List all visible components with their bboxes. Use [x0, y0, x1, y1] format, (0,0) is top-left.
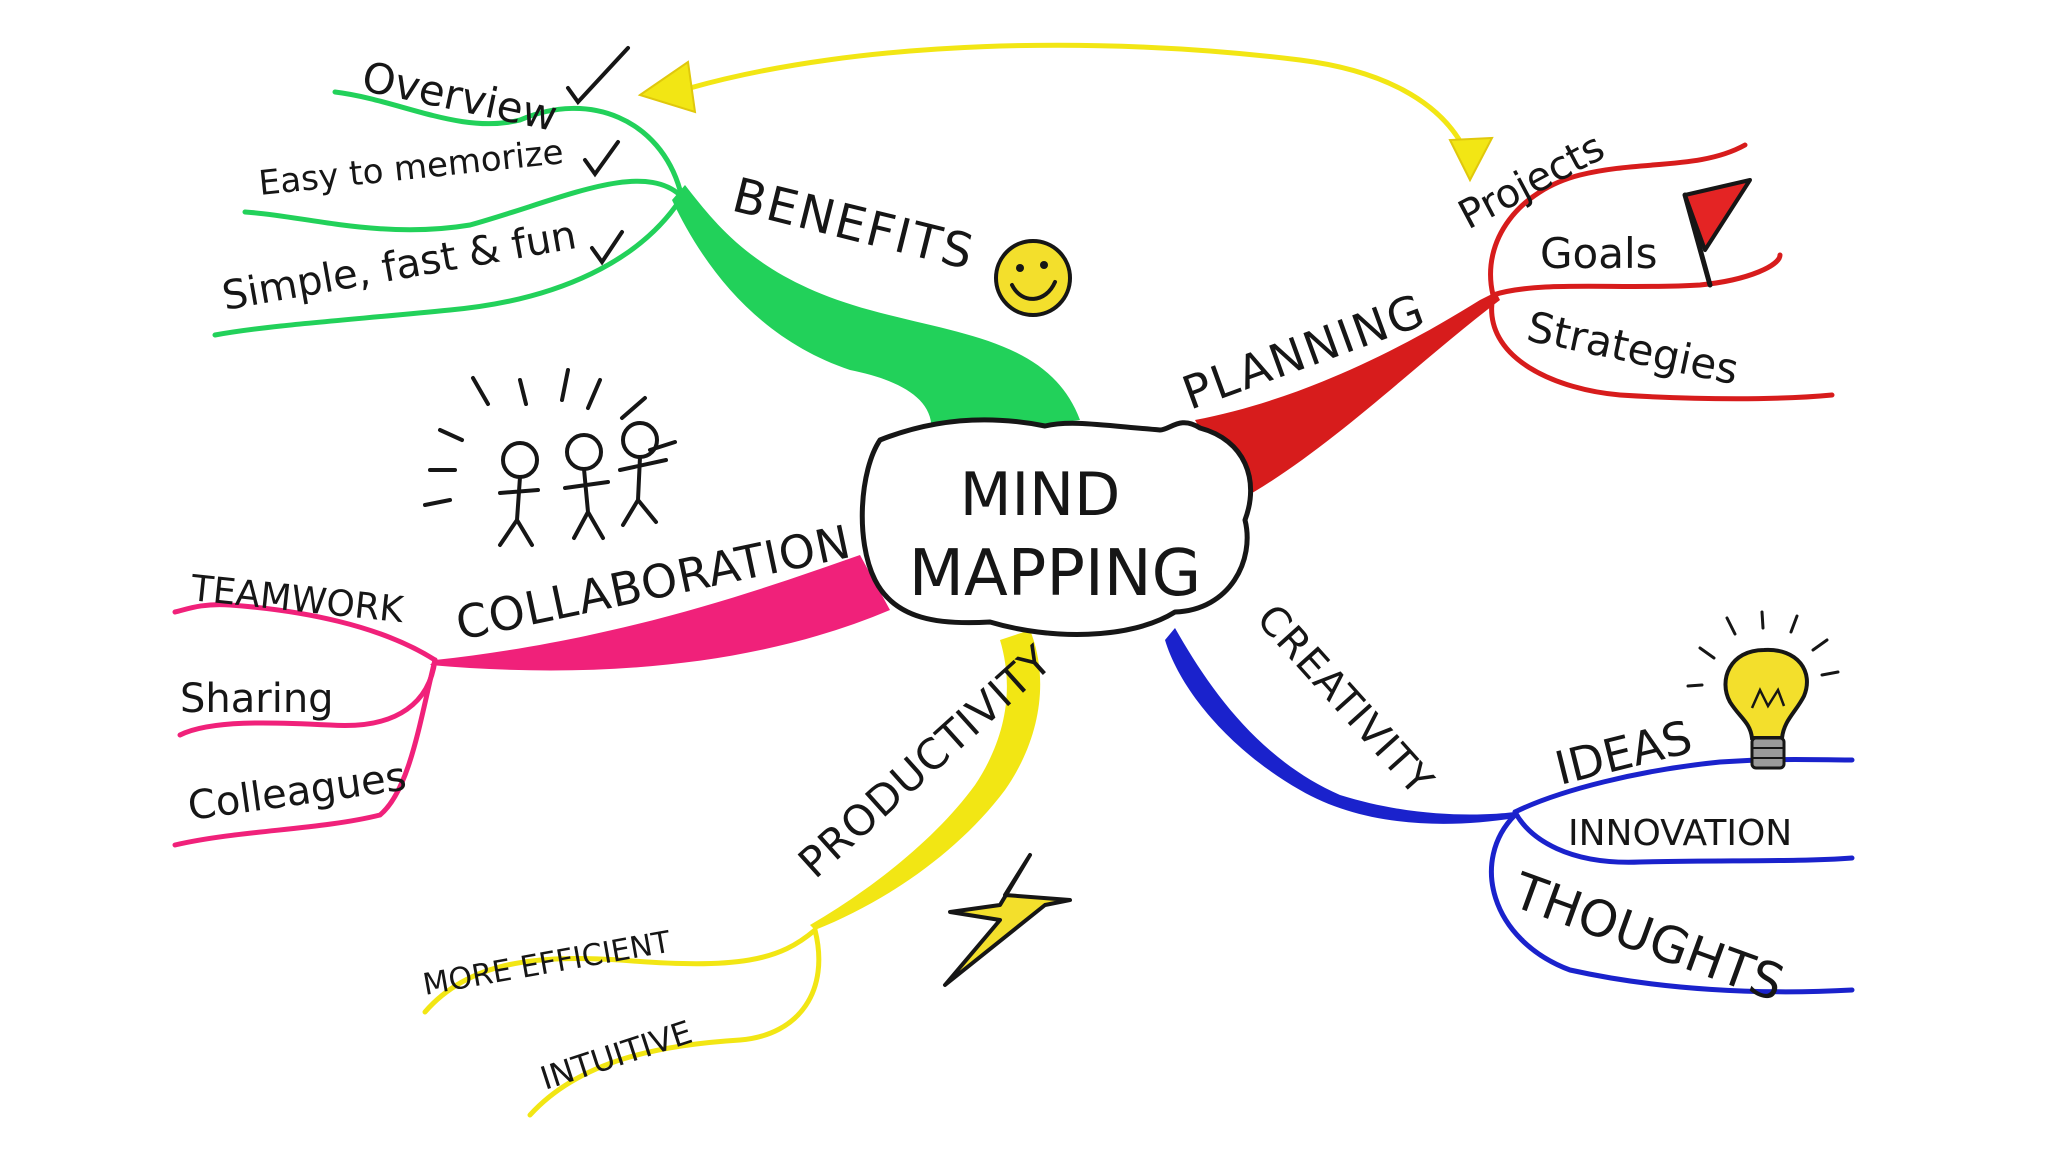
benefits-label: BENEFITS [727, 167, 980, 281]
branch-benefits: BENEFITS Overview Easy to memorize Simpl… [212, 46, 1080, 440]
branch-creativity: CREATIVITY IDEAS INNOVATION THOUGHTS [1165, 596, 1855, 1013]
creativity-item-innovation: INNOVATION [1568, 813, 1792, 854]
checkmark-icon [566, 46, 630, 266]
lightning-bolt-icon [943, 853, 1072, 987]
creativity-item-thoughts: THOUGHTS [1505, 861, 1791, 1013]
productivity-item-intuitive: INTUITIVE [536, 1013, 697, 1098]
collaboration-item-teamwork: TEAMWORK [188, 568, 406, 631]
creativity-sub-line-thoughts [1489, 812, 1855, 995]
smiley-icon [994, 239, 1072, 317]
productivity-sub-line-efficient [422, 927, 818, 1015]
creativity-main-branch [1165, 628, 1515, 824]
planning-sub-line-strategies [1489, 292, 1835, 402]
productivity-item-efficient: MORE EFFICIENT [420, 925, 674, 1003]
benefits-item-memorize: Easy to memorize [257, 132, 566, 204]
benefits-item-overview: Overview [358, 52, 562, 141]
center-node: MIND MAPPING [859, 417, 1254, 637]
benefits-planning-arrow [637, 42, 1494, 183]
benefits-sub-line-memorize [242, 178, 683, 233]
flag-icon [1682, 178, 1752, 288]
collaboration-sub-line-sharing [177, 657, 438, 738]
creativity-sub-line-ideas [1512, 757, 1855, 815]
benefits-sub-line-overview [332, 89, 683, 193]
creativity-sub-line-innovation [1512, 809, 1855, 865]
light-bulb-icon [1686, 610, 1840, 770]
creativity-item-ideas: IDEAS [1550, 710, 1698, 796]
branch-planning: PLANNING Projects Goals Strategies [1175, 124, 1835, 500]
planning-sub-line-projects [1488, 142, 1748, 298]
branch-productivity: PRODUCTIVITY MORE EFFICIENT INTUITIVE [420, 630, 1072, 1118]
productivity-sub-line-intuitive [527, 927, 822, 1118]
benefits-main-branch [672, 185, 1080, 440]
center-cloud [859, 417, 1254, 637]
center-title-line2: MAPPING [909, 537, 1202, 611]
collaboration-sub-line-teamwork [172, 602, 438, 663]
stick-figures-icon [423, 368, 677, 547]
arrow-curve [687, 42, 1468, 153]
arrow-head-right [1448, 136, 1494, 183]
collaboration-sub-line-colleagues [172, 657, 438, 848]
branch-collaboration: COLLABORATION TEAMWORK Sharing Colleague… [172, 368, 890, 848]
center-title-line1: MIND [960, 460, 1121, 530]
planning-sub-line-goals [1490, 252, 1783, 298]
productivity-main-branch [810, 630, 1041, 930]
benefits-sub-line-simple [212, 197, 683, 338]
arrow-head-left [637, 60, 697, 114]
collaboration-main-branch [430, 555, 890, 671]
planning-main-branch [1195, 292, 1500, 500]
planning-item-goals: Goals [1540, 229, 1658, 278]
collaboration-item-sharing: Sharing [180, 676, 334, 722]
